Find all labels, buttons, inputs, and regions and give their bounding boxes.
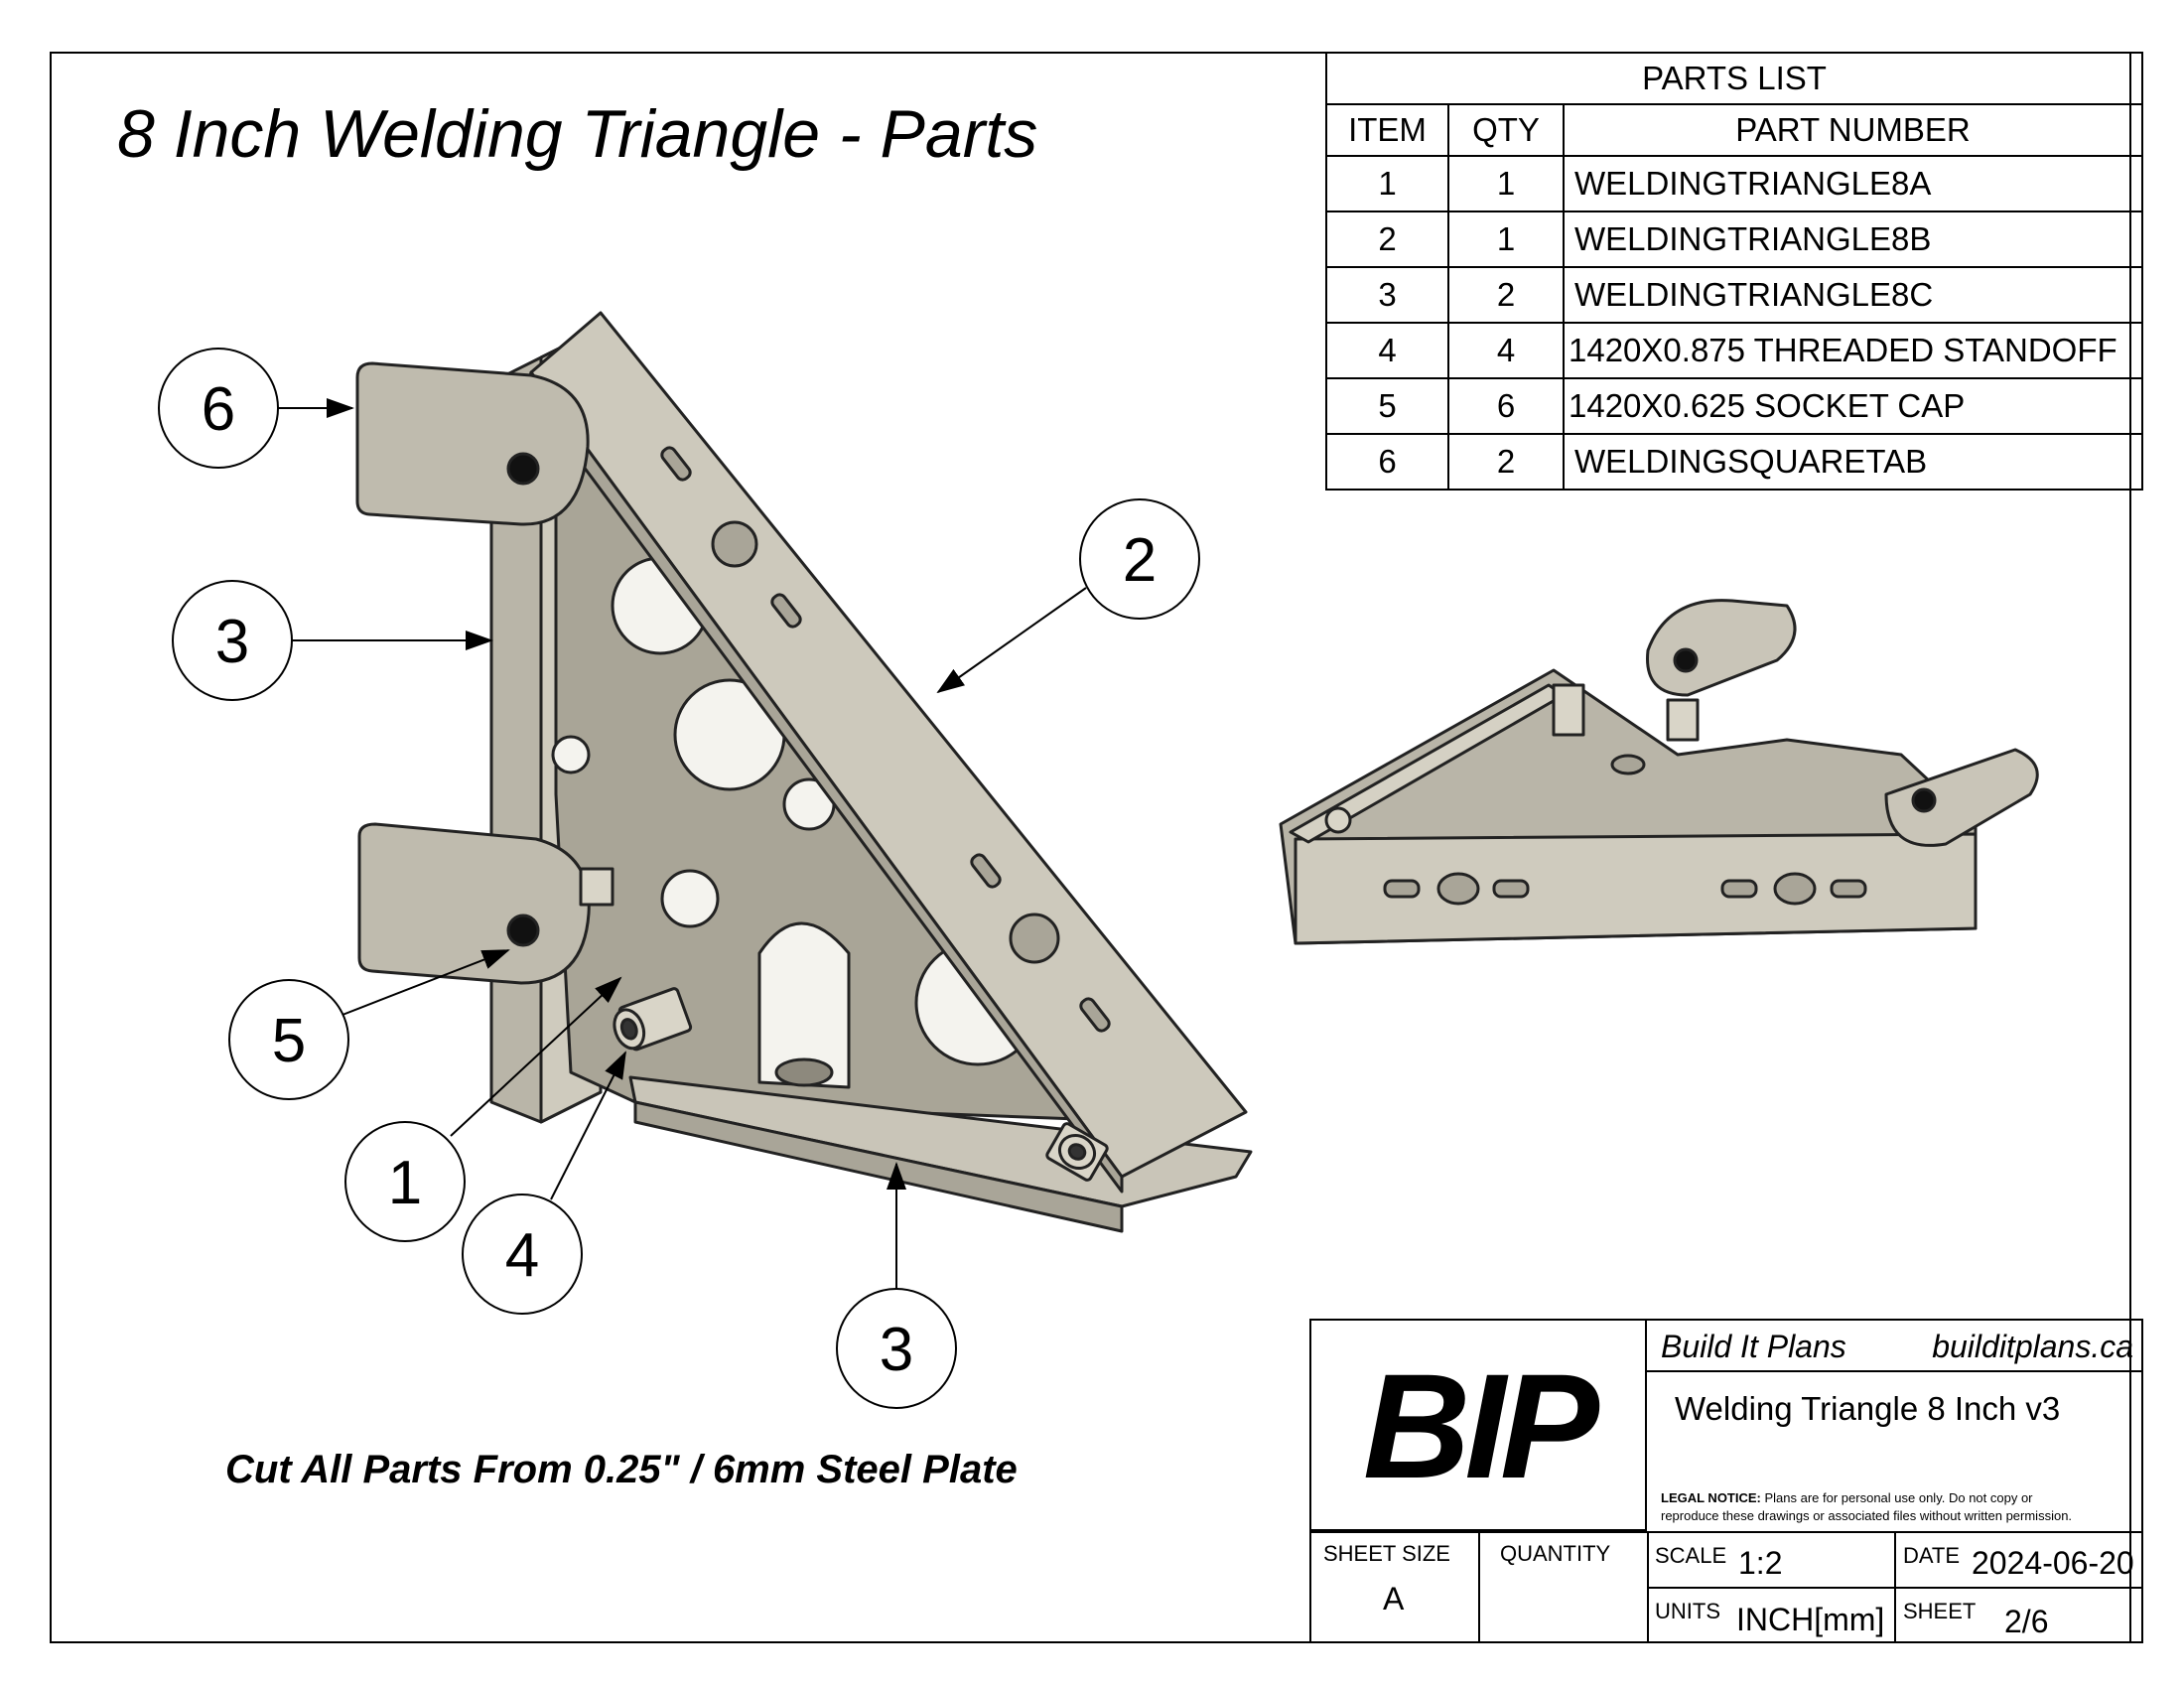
company-name: Build It Plans bbox=[1661, 1329, 1846, 1364]
divider bbox=[1647, 1587, 2143, 1589]
cell-item: 4 bbox=[1325, 322, 1449, 379]
table-row: 1 1 WELDINGTRIANGLE8A bbox=[1325, 155, 2143, 212]
scale-value: 1:2 bbox=[1738, 1545, 1783, 1581]
units-value: INCH[mm] bbox=[1736, 1602, 1885, 1637]
cell-qty: 6 bbox=[1447, 377, 1565, 435]
table-row: 3 2 WELDINGTRIANGLE8C bbox=[1325, 266, 2143, 324]
balloon-item-4 bbox=[462, 1194, 583, 1315]
date-value: 2024-06-20 bbox=[1972, 1545, 2134, 1581]
balloon-label: 6 bbox=[202, 375, 235, 444]
sheet-label: SHEET bbox=[1903, 1599, 1977, 1623]
iso-view-secondary bbox=[1279, 599, 2039, 945]
column-header-part-number: PART NUMBER bbox=[1563, 103, 2143, 157]
cell-item: 3 bbox=[1325, 266, 1449, 324]
drawing-border bbox=[50, 52, 2131, 1643]
cell-part-number: WELDINGSQUARETAB bbox=[1563, 433, 2143, 491]
cell-qty: 2 bbox=[1447, 433, 1565, 491]
balloon-label: 2 bbox=[1123, 526, 1157, 595]
balloon-item-3-top bbox=[172, 580, 293, 701]
parts-list-table: PARTS LIST ITEM QTY PART NUMBER 1 1 WELD… bbox=[1325, 52, 2143, 491]
iso-view-main bbox=[355, 311, 1253, 1233]
company-logo: BIP bbox=[1311, 1321, 1647, 1531]
units-label: UNITS bbox=[1655, 1599, 1720, 1623]
divider bbox=[1478, 1531, 1480, 1643]
sheet-size-value: A bbox=[1383, 1581, 1405, 1617]
legal-notice: LEGAL NOTICE: Plans are for personal use… bbox=[1661, 1489, 2072, 1525]
parts-list-title: PARTS LIST bbox=[1325, 52, 2143, 105]
balloon-item-3-bottom bbox=[836, 1288, 957, 1409]
legal-notice-text: Plans are for personal use only. Do not … bbox=[1760, 1490, 2033, 1505]
cell-part-number: 1420X0.625 SOCKET CAP bbox=[1563, 377, 2143, 435]
scale-label: SCALE bbox=[1655, 1543, 1727, 1568]
column-header-item: ITEM bbox=[1325, 103, 1449, 157]
company-website: builditplans.ca bbox=[1932, 1329, 2133, 1364]
cell-qty: 1 bbox=[1447, 155, 1565, 212]
square-tab-bottom bbox=[357, 822, 591, 985]
drawing-name: Welding Triangle 8 Inch v3 bbox=[1675, 1390, 2061, 1427]
divider bbox=[1311, 1531, 2143, 1533]
balloon-label: 4 bbox=[505, 1221, 539, 1290]
table-row: 2 1 WELDINGTRIANGLE8B bbox=[1325, 211, 2143, 268]
callout-leaders bbox=[278, 398, 1087, 1289]
column-header-qty: QTY bbox=[1447, 103, 1565, 157]
sheet-value: 2/6 bbox=[2004, 1604, 2049, 1639]
balloon-label: 5 bbox=[272, 1007, 306, 1075]
cell-part-number: WELDINGTRIANGLE8B bbox=[1563, 211, 2143, 268]
title-block: BIP Build It Plans builditplans.ca Weldi… bbox=[1309, 1319, 2143, 1643]
cell-part-number: WELDINGTRIANGLE8A bbox=[1563, 155, 2143, 212]
table-row: 4 4 1420X0.875 THREADED STANDOFF bbox=[1325, 322, 2143, 379]
balloon-item-2 bbox=[1079, 498, 1200, 620]
legal-notice-text: reproduce these drawings or associated f… bbox=[1661, 1508, 2073, 1523]
cell-item: 2 bbox=[1325, 211, 1449, 268]
cell-qty: 2 bbox=[1447, 266, 1565, 324]
material-note: Cut All Parts From 0.25" / 6mm Steel Pla… bbox=[225, 1448, 1018, 1491]
square-tab-top bbox=[355, 361, 590, 526]
cell-item: 1 bbox=[1325, 155, 1449, 212]
table-row: 6 2 WELDINGSQUARETAB bbox=[1325, 433, 2143, 491]
cell-part-number: 1420X0.875 THREADED STANDOFF bbox=[1563, 322, 2143, 379]
balloon-item-1 bbox=[344, 1121, 466, 1242]
balloon-label: 3 bbox=[880, 1316, 913, 1384]
cell-qty: 4 bbox=[1447, 322, 1565, 379]
cell-item: 6 bbox=[1325, 433, 1449, 491]
balloon-label: 1 bbox=[388, 1149, 422, 1217]
cell-item: 5 bbox=[1325, 377, 1449, 435]
quantity-label: QUANTITY bbox=[1500, 1541, 1611, 1566]
balloon-item-6 bbox=[158, 348, 279, 469]
callout-balloons: 6 3 2 5 1 4 3 bbox=[158, 348, 1200, 1409]
legal-notice-label: LEGAL NOTICE: bbox=[1661, 1490, 1761, 1505]
table-row: 5 6 1420X0.625 SOCKET CAP bbox=[1325, 377, 2143, 435]
sheet-size-label: SHEET SIZE bbox=[1323, 1541, 1450, 1566]
cell-part-number: WELDINGTRIANGLE8C bbox=[1563, 266, 2143, 324]
balloon-label: 3 bbox=[215, 608, 249, 676]
divider bbox=[1647, 1370, 2143, 1372]
date-label: DATE bbox=[1903, 1543, 1961, 1568]
cell-qty: 1 bbox=[1447, 211, 1565, 268]
drawing-title: 8 Inch Welding Triangle - Parts bbox=[117, 96, 1038, 172]
balloon-item-5 bbox=[228, 979, 349, 1100]
